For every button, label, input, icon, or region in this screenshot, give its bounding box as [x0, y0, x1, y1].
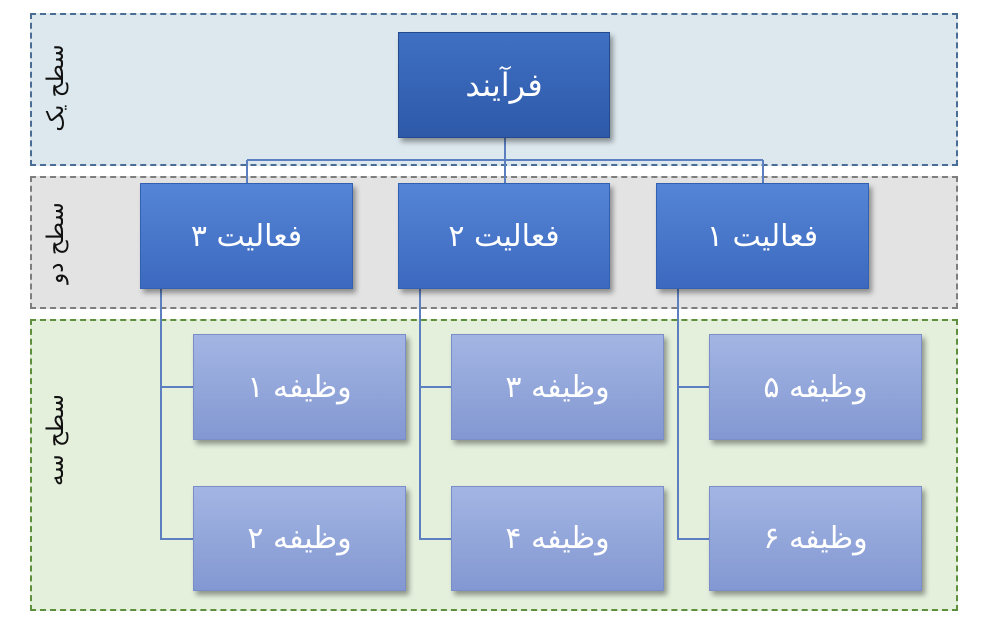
activity-2-box: فعالیت ۲	[398, 183, 610, 289]
process-box: فرآیند	[398, 32, 610, 138]
activity3-task2-connector	[160, 288, 193, 540]
task-3-box: وظیفه ۳	[451, 334, 664, 440]
activity-3-box: فعالیت ۳	[140, 183, 353, 289]
task-4-box: وظیفه ۴	[451, 486, 664, 591]
activity2-task4-connector	[419, 288, 451, 540]
task-6-box: وظیفه ۶	[709, 486, 922, 591]
activity-1-box: فعالیت ۱	[656, 183, 869, 289]
activity1-task6-connector	[677, 288, 709, 540]
task-1-box: وظیفه ۱	[193, 334, 406, 440]
task-5-box: وظیفه ۵	[709, 334, 922, 440]
task-2-box: وظیفه ۲	[193, 486, 406, 591]
